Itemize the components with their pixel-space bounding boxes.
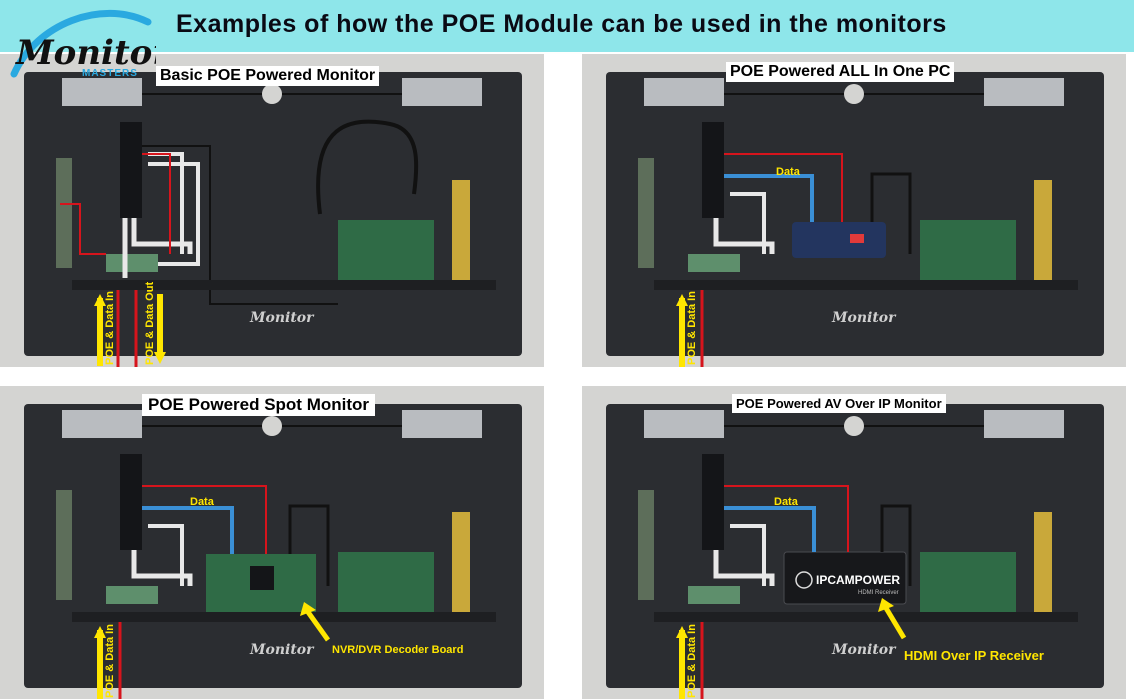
power-board [56, 158, 72, 268]
monitor-back-illustration: Monitor [24, 72, 522, 367]
keypad-board [452, 180, 470, 280]
power-wire [60, 153, 171, 255]
panel-title: Basic POE Powered Monitor [156, 66, 380, 86]
data-cable [724, 506, 816, 552]
ethernet-cable [116, 290, 138, 367]
plate-logo: Monitor [249, 310, 315, 326]
poe-module [702, 454, 724, 550]
svg-text:Monitor: Monitor [249, 642, 315, 658]
data-label: Data [774, 496, 798, 508]
monitor-back-illustration: Monitor [606, 72, 1104, 367]
panel-all-in-one-pc: Monitor POE Powered ALL In One PC Data P… [582, 54, 1126, 367]
panel-basic-poe-monitor: Monitor Basic POE Powered Monitor POE & … [0, 54, 544, 367]
controller-board [338, 220, 434, 286]
panel-title: POE Powered Spot Monitor [142, 394, 376, 416]
side-label-in: POE & Data In [104, 624, 116, 698]
callout-arrow [883, 606, 907, 640]
page-title: Examples of how the POE Module can be us… [176, 10, 947, 38]
panel-av-over-ip: Monitor POE Powered AV Over IP Monitor D… [582, 386, 1126, 699]
svg-text:Monitor: Monitor [831, 310, 897, 326]
monitor-back-illustration: Monitor [24, 404, 522, 699]
data-label: Data [776, 166, 800, 178]
poe-module [120, 454, 142, 550]
svg-text:Monitor: Monitor [15, 33, 156, 73]
callout-label: NVR/DVR Decoder Board [332, 644, 464, 656]
side-label-out: POE & Data Out [144, 281, 156, 365]
vesa-bracket-right [402, 78, 482, 106]
brand-logo: Monitor MASTERS [6, 4, 172, 90]
panel-spot-monitor: Monitor POE Powered Spot Monitor Data PO… [0, 386, 544, 699]
callout-arrow [305, 610, 331, 642]
callout-label: HDMI Over IP Receiver [904, 648, 1044, 663]
poe-module [702, 122, 724, 218]
data-label: Data [190, 496, 214, 508]
device-brand: IPCAMPOWER [816, 573, 900, 587]
side-label-in: POE & Data In [686, 291, 698, 365]
mini-pc [792, 222, 886, 258]
white-cable [122, 218, 193, 278]
hdmi-cable [316, 119, 419, 215]
monitor-back-illustration: Monitor [606, 404, 1104, 699]
vesa-bracket-left [62, 78, 142, 106]
svg-text:MASTERS: MASTERS [82, 68, 138, 79]
hdmi-receiver [783, 551, 907, 605]
poe-splitter-board [106, 254, 158, 272]
header-banner [0, 0, 1134, 52]
svg-text:Monitor: Monitor [831, 642, 897, 658]
data-cable [142, 506, 234, 554]
side-label-in: POE & Data In [686, 624, 698, 698]
side-label-in: POE & Data In [104, 291, 116, 365]
panel-title: POE Powered ALL In One PC [726, 62, 955, 82]
device-port-label: HDMI Receiver [858, 590, 899, 596]
poe-module [120, 122, 142, 218]
panel-title: POE Powered AV Over IP Monitor [732, 394, 946, 413]
data-cable [724, 174, 814, 222]
